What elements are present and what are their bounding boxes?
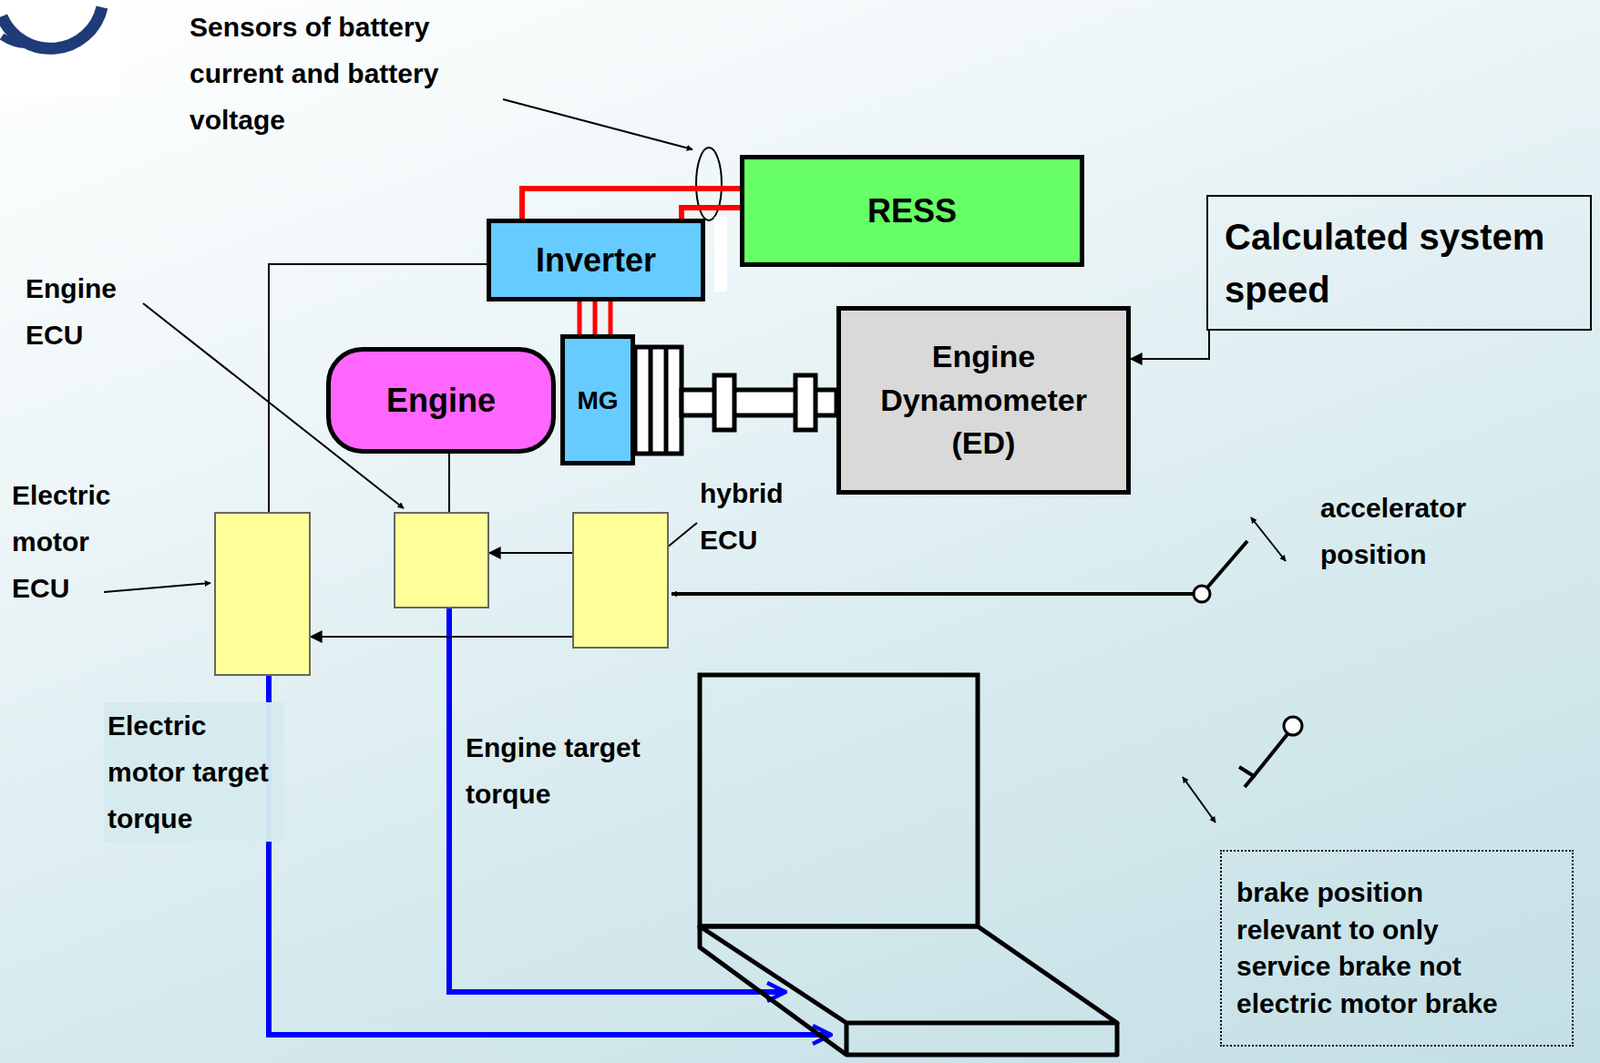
note-box: Calculated system speed [1206, 194, 1592, 331]
brake-pedal [1239, 734, 1288, 777]
torque-signal [449, 608, 786, 993]
ecu-box: Electric motor ECU [214, 512, 311, 677]
signal-label: Engine target torque [465, 724, 648, 818]
ecu-box: hybrid ECU [572, 512, 669, 649]
engine-box: Engine [326, 347, 556, 454]
travel-arrow [1251, 517, 1286, 562]
shaft-flange [714, 375, 735, 431]
pedal-pivot [1283, 717, 1303, 736]
accelerator-signal [671, 592, 1194, 596]
leader-line [502, 99, 693, 150]
control-line [448, 453, 451, 513]
shaft-flange [795, 375, 816, 431]
box-label: Calculated system speed [1224, 210, 1574, 317]
logo-arc [1, 7, 103, 49]
leader-line [103, 583, 211, 593]
callout-label: Electric motor ECU [11, 471, 140, 612]
wire-gap [714, 216, 728, 292]
pedal-pivot [1193, 585, 1211, 603]
coupling-bar [664, 347, 669, 454]
box-label: Engine [336, 379, 546, 421]
laptop-base [699, 926, 1118, 1024]
callout-label: Engine ECU [25, 265, 154, 359]
phase-wire [593, 301, 598, 335]
box-label: RESS [749, 190, 1075, 232]
ecu-box: Engine ECU [393, 512, 490, 609]
signal-label: accelerator position [1320, 484, 1503, 578]
box-label: brake position relevant to only service … [1236, 874, 1536, 1023]
control-arrow [489, 552, 573, 554]
callout-label: hybrid ECU [699, 470, 819, 564]
sensor-label: Sensors of battery current and battery v… [189, 3, 454, 144]
accelerator-pedal [1207, 541, 1248, 588]
coupling-bar [648, 347, 654, 454]
phase-wire [608, 301, 614, 335]
brake-pedal [1244, 776, 1254, 788]
box-label: Inverter [496, 239, 696, 281]
box-label: Engine Dynamometer (ED) [846, 335, 1121, 466]
inverter-box: Inverter [486, 218, 706, 302]
laptop-base-edge [699, 926, 1118, 1056]
phase-wire [577, 301, 583, 335]
note-box: brake position relevant to only service … [1220, 850, 1574, 1047]
logo-arc [1, 36, 37, 45]
laptop-screen [699, 675, 978, 927]
travel-arrow [1182, 777, 1216, 823]
logo-ground [0, 0, 121, 97]
power-wire [522, 188, 740, 219]
power-wire [681, 207, 740, 219]
signal-label: Electric motor target torque [103, 702, 285, 842]
coupling [635, 347, 682, 454]
battery-box: RESS [739, 154, 1085, 267]
motor-generator-box: MG [560, 334, 636, 466]
control-arrow [310, 635, 573, 638]
speed-arrow [1130, 330, 1210, 359]
box-label: MG [570, 384, 626, 417]
dynamometer-box: Engine Dynamometer (ED) [836, 306, 1131, 495]
